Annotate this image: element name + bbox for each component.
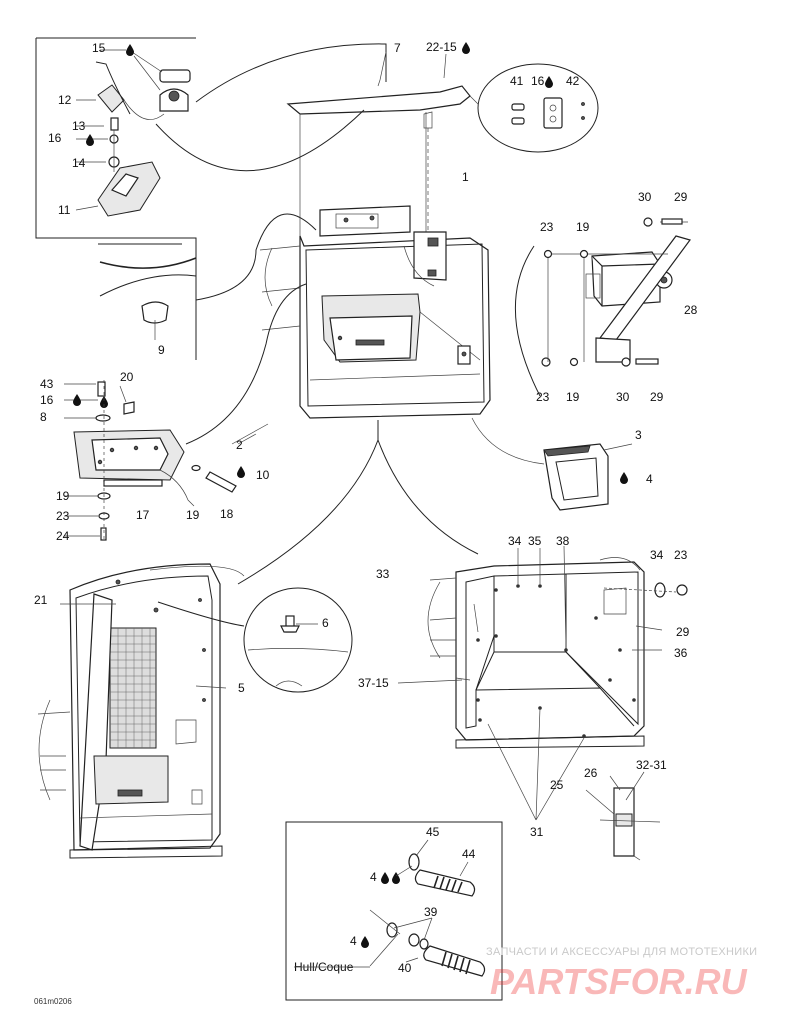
callout-29-bottom: 29 (650, 390, 664, 404)
callout-45: 45 (426, 825, 440, 839)
callout-1: 1 (462, 170, 469, 184)
tray-item-3 (471, 417, 609, 511)
callout-10: 10 (256, 468, 270, 482)
callout-43: 43 (40, 377, 54, 391)
callout-23-right: 23 (674, 548, 688, 562)
callout-16-top: 16 (48, 131, 62, 145)
detail-circle-item-6 (243, 587, 353, 693)
callout-6: 6 (322, 616, 329, 630)
callout-12: 12 (58, 93, 72, 107)
storage-compartment-item-1 (259, 205, 491, 419)
callout-36: 36 (674, 646, 688, 660)
callout-41: 41 (510, 74, 524, 88)
callout-26: 26 (584, 766, 598, 780)
leader-curves (95, 43, 479, 627)
bracket-item-17 (64, 380, 245, 541)
right-storage-bin-item-33 (427, 545, 688, 821)
callout-19-left: 19 (56, 489, 70, 503)
left-storage-bin-item-5 (37, 563, 245, 859)
drop-icon (73, 394, 81, 406)
callout-17: 17 (136, 508, 150, 522)
drop-icon (545, 76, 553, 88)
callout-9: 9 (158, 343, 165, 357)
adhesive-drop-icons (73, 42, 628, 948)
callout-4-grip-upper: 4 (370, 870, 377, 884)
detail-box-items-39-45 (285, 821, 503, 1001)
callout-37-15: 37-15 (358, 676, 389, 690)
callout-19-top: 19 (576, 220, 590, 234)
drop-icon (361, 936, 369, 948)
callout-4-grip-lower: 4 (350, 934, 357, 948)
callout-2: 2 (236, 438, 243, 452)
callout-25: 25 (550, 778, 564, 792)
callout-23-top: 23 (540, 220, 554, 234)
callout-35: 35 (528, 534, 542, 548)
detail-box-seat-latch (35, 37, 197, 360)
callout-40: 40 (398, 961, 412, 975)
callout-11: 11 (58, 203, 71, 217)
callout-34-right: 34 (650, 548, 664, 562)
callout-30-top: 30 (638, 190, 652, 204)
callout-20: 20 (120, 370, 134, 384)
callout-42: 42 (566, 74, 580, 88)
callout-28: 28 (684, 303, 698, 317)
callout-31: 31 (530, 825, 544, 839)
callout-39: 39 (424, 905, 438, 919)
callout-labels: 1 2 3 4 5 6 7 8 9 10 11 12 13 14 15 16 1… (34, 40, 698, 975)
callout-7: 7 (394, 41, 401, 55)
callout-33: 33 (376, 567, 390, 581)
callout-15: 15 (92, 41, 106, 55)
callout-4: 4 (646, 472, 653, 486)
callout-13: 13 (72, 119, 86, 133)
callout-5: 5 (238, 681, 245, 695)
watermark-caption: ЗАПЧАСТИ И АКСЕССУАРЫ ДЛЯ МОТОТЕХНИКИ (486, 946, 757, 958)
callout-16-detail: 16 (531, 74, 545, 88)
label-leaders (60, 51, 633, 968)
drawing-code: 061m0206 (34, 997, 72, 1006)
drop-icon (462, 42, 470, 54)
trim-strip-item-26 (585, 771, 661, 861)
callout-24: 24 (56, 529, 70, 543)
callout-32-31: 32-31 (636, 758, 667, 772)
callout-29-top: 29 (674, 190, 688, 204)
drop-icon (620, 472, 628, 484)
watermark-logo: PARTSFOR.RU (490, 961, 748, 1002)
callout-30-bottom: 30 (616, 390, 630, 404)
callout-16-mid: 16 (40, 393, 54, 407)
seat-lid-item-7 (286, 85, 471, 240)
callout-38: 38 (556, 534, 570, 548)
detail-box-item-9 (98, 243, 197, 340)
callout-44: 44 (462, 847, 476, 861)
callout-21: 21 (34, 593, 48, 607)
detail-circle-bolts (469, 63, 599, 153)
bracket-assembly-item-28 (514, 217, 691, 397)
callout-3: 3 (635, 428, 642, 442)
callout-8: 8 (40, 410, 47, 424)
callout-19-bracket: 19 (186, 508, 200, 522)
callout-29-right: 29 (676, 625, 690, 639)
callout-34: 34 (508, 534, 522, 548)
drop-icon (86, 134, 94, 146)
callout-14: 14 (72, 156, 86, 170)
drop-icon (381, 872, 389, 884)
drop-icon (126, 44, 134, 56)
callout-18: 18 (220, 507, 234, 521)
callout-22-15: 22-15 (426, 40, 457, 54)
callout-19-bottom: 19 (566, 390, 580, 404)
callout-23-left: 23 (56, 509, 70, 523)
callout-23-bottom: 23 (536, 390, 550, 404)
